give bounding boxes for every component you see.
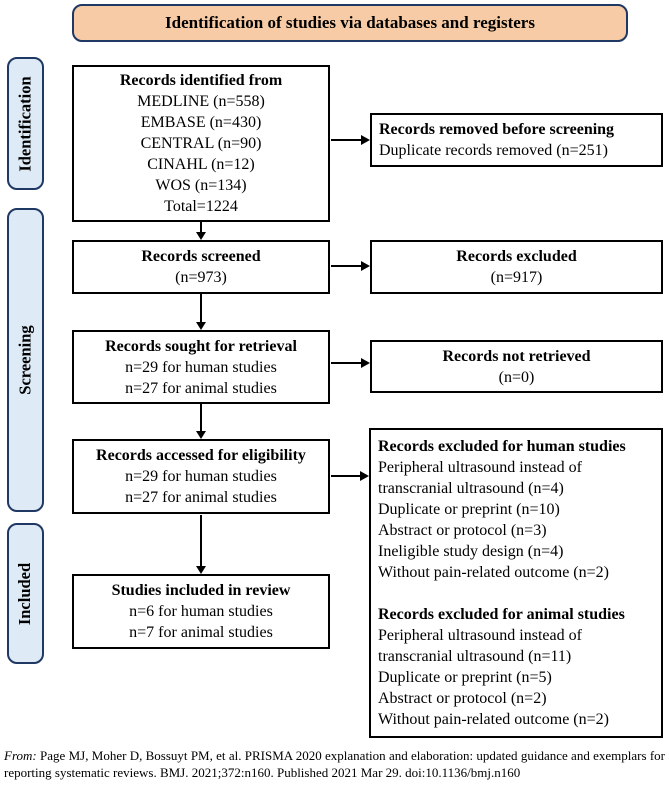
box-line: Peripheral ultrasound instead of transcr…	[378, 459, 582, 497]
box-line: Abstract or protocol (n=2)	[378, 690, 547, 707]
diagram-title: Identification of studies via databases …	[72, 4, 628, 42]
box-line: Without pain-related outcome (n=2)	[378, 711, 609, 728]
box-line: Ineligible study design (n=4)	[378, 543, 564, 560]
box-line: Duplicate or preprint (n=5)	[378, 669, 552, 686]
arrow-screened-to-sought	[196, 294, 206, 330]
eligibility-exclusions-box: Records excluded for human studies Perip…	[369, 428, 663, 738]
box-line: n=29 for human studies	[125, 468, 277, 485]
box-heading: Records screened	[141, 248, 261, 265]
records-screened-box: Records screened (n=973)	[72, 240, 330, 294]
box-heading: Records sought for retrieval	[105, 337, 297, 355]
box-line: Total=1224	[164, 198, 238, 215]
box-line: Peripheral ultrasound instead of transcr…	[378, 627, 582, 665]
stage-label-text: Screening	[15, 325, 35, 395]
box-line: CINAHL (n=12)	[147, 156, 255, 173]
box-heading: Records excluded for animal studies	[378, 606, 625, 623]
box-line: Without pain-related outcome (n=2)	[378, 564, 609, 581]
box-line: Abstract or protocol (n=3)	[378, 522, 547, 539]
box-line: WOS (n=134)	[155, 177, 247, 194]
box-line: n=27 for animal studies	[125, 489, 277, 506]
records-sought-box: Records sought for retrieval n=29 for hu…	[72, 330, 330, 404]
records-assessed-box: Records accessed for eligibility n=29 fo…	[72, 439, 330, 514]
stage-label-included: Included	[7, 523, 44, 664]
arrow-screened-to-excluded	[331, 261, 370, 271]
citation-body: Page MJ, Moher D, Bossuyt PM, et al. PRI…	[4, 748, 665, 780]
arrow-identified-to-screened	[196, 222, 206, 240]
box-heading: Records accessed for eligibility	[96, 447, 306, 464]
stage-label-text: Included	[15, 562, 35, 625]
records-identified-box: Records identified from MEDLINE (n=558) …	[72, 65, 330, 222]
stage-label-text: Identification	[15, 75, 35, 172]
arrow-sought-to-assessed	[196, 404, 206, 439]
arrow-identified-to-removed	[331, 135, 370, 145]
stage-label-identification: Identification	[7, 57, 44, 190]
box-line: (n=0)	[498, 368, 535, 386]
box-line: n=29 for human studies	[125, 358, 277, 376]
citation-prefix: From:	[4, 748, 37, 763]
box-line: (n=973)	[175, 269, 227, 286]
section-spacer	[378, 583, 657, 604]
studies-included-box: Studies included in review n=6 for human…	[72, 574, 330, 649]
box-heading: Records identified from	[119, 72, 283, 89]
box-line: n=7 for animal studies	[129, 624, 273, 641]
records-removed-box: Records removed before screening Duplica…	[370, 113, 663, 167]
records-excluded-box: Records excluded (n=917)	[370, 240, 663, 294]
box-heading: Studies included in review	[111, 582, 291, 599]
stage-label-screening: Screening	[7, 208, 44, 512]
box-line: MEDLINE (n=558)	[137, 93, 265, 110]
box-line: n=27 for animal studies	[125, 379, 277, 397]
box-line: CENTRAL (n=90)	[140, 135, 262, 152]
arrow-assessed-to-included	[196, 515, 206, 574]
box-line: EMBASE (n=430)	[140, 114, 262, 131]
box-heading: Records removed before screening	[379, 121, 615, 138]
box-line: n=6 for human studies	[129, 603, 273, 620]
box-line: Duplicate records removed (n=251)	[379, 142, 608, 159]
arrow-assessed-to-eligibility-excluded	[331, 471, 369, 481]
box-line: Duplicate or preprint (n=10)	[378, 501, 560, 518]
citation-text: From: Page MJ, Moher D, Bossuyt PM, et a…	[4, 747, 665, 781]
arrow-sought-to-notretrieved	[331, 358, 370, 368]
box-heading: Records not retrieved	[442, 347, 591, 365]
box-heading: Records excluded	[456, 248, 577, 265]
records-not-retrieved-box: Records not retrieved (n=0)	[370, 340, 663, 393]
box-line: (n=917)	[490, 269, 543, 286]
box-heading: Records excluded for human studies	[378, 438, 626, 455]
